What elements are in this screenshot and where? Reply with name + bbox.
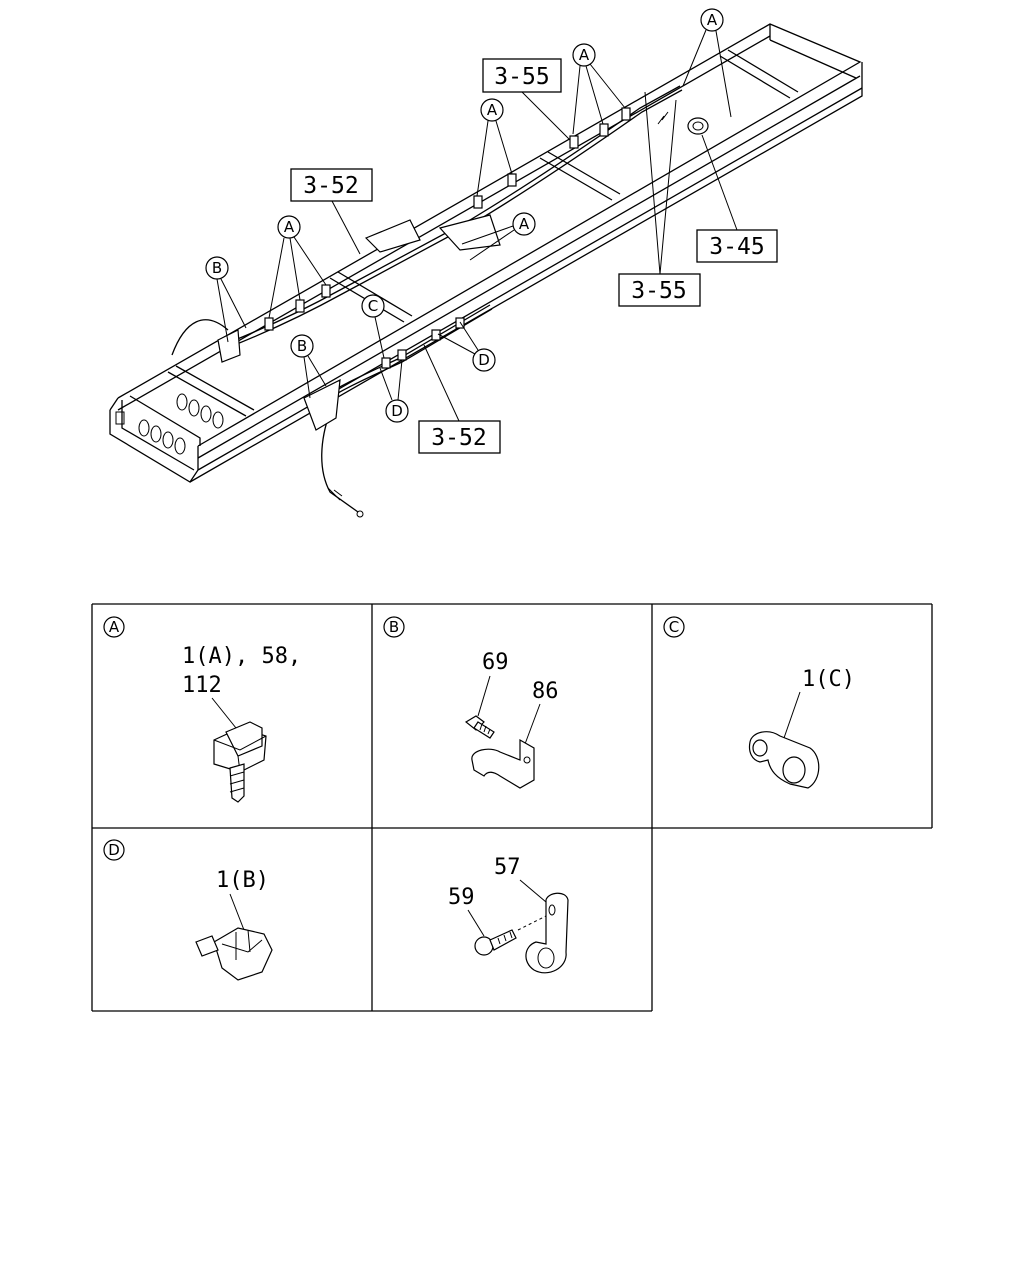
clamp-57	[525, 892, 569, 974]
svg-text:69: 69	[482, 650, 509, 675]
svg-text:D: D	[108, 841, 120, 859]
ref-box-3-45[interactable]: 3-45	[696, 134, 778, 263]
detail-panel-e: 57 59	[448, 855, 569, 974]
detail-panel-d: D 1(B)	[103, 839, 273, 981]
callout-a-3: A	[572, 43, 626, 135]
callout-a-1: A	[268, 215, 327, 319]
svg-text:A: A	[519, 215, 530, 233]
detail-panel-a: A 1(A), 58, 112	[103, 616, 301, 803]
svg-text:D: D	[478, 351, 490, 369]
svg-text:1(A), 58,: 1(A), 58,	[182, 644, 301, 669]
ref-box-3-55-bottom[interactable]: 3-55	[618, 91, 701, 307]
clamp-86	[471, 738, 535, 789]
clip-d-part	[195, 927, 273, 981]
svg-text:B: B	[212, 259, 222, 277]
svg-text:1(B): 1(B)	[216, 868, 269, 893]
svg-text:A: A	[487, 101, 498, 119]
svg-text:57: 57	[494, 855, 521, 880]
clip-a-part	[213, 721, 267, 803]
callout-d-left: D	[379, 359, 409, 423]
svg-text:C: C	[368, 297, 378, 315]
bolt-69	[464, 715, 495, 739]
svg-text:59: 59	[448, 885, 475, 910]
ref-box-3-52-bottom[interactable]: 3-52	[418, 344, 501, 454]
bolt-59	[474, 913, 551, 956]
svg-text:B: B	[389, 618, 399, 636]
callout-a-middle: A	[461, 212, 536, 261]
sensor-component	[657, 111, 709, 135]
svg-text:D: D	[391, 402, 403, 420]
detail-panel-c: C 1(C)	[663, 616, 855, 789]
frame-holes	[115, 393, 224, 455]
callout-c: C	[361, 294, 385, 359]
svg-text:3-55: 3-55	[631, 278, 686, 304]
svg-text:1(C): 1(C)	[802, 667, 855, 692]
callout-a-top-right: A	[682, 8, 732, 118]
svg-text:A: A	[579, 46, 590, 64]
callout-a-2: A	[476, 98, 513, 197]
svg-text:B: B	[297, 337, 307, 355]
wire-harness	[171, 85, 709, 518]
svg-text:3-45: 3-45	[709, 234, 764, 260]
svg-text:A: A	[707, 11, 718, 29]
ref-box-3-55-top[interactable]: 3-55	[482, 58, 571, 141]
svg-text:112: 112	[182, 673, 222, 698]
detail-panel-b: B 69 86	[383, 616, 559, 789]
callout-b-left: B	[205, 256, 247, 343]
svg-text:A: A	[109, 618, 120, 636]
ref-box-3-52-top[interactable]: 3-52	[290, 168, 373, 255]
callout-d-right: D	[437, 321, 496, 372]
svg-text:3-55: 3-55	[494, 64, 549, 90]
svg-text:C: C	[669, 618, 679, 636]
svg-text:3-52: 3-52	[431, 425, 486, 451]
callout-b-front: B	[290, 334, 327, 399]
svg-text:86: 86	[532, 679, 559, 704]
svg-text:3-52: 3-52	[303, 173, 358, 199]
detail-grid	[91, 603, 933, 1012]
clip-c-part	[748, 731, 820, 789]
svg-text:A: A	[284, 218, 295, 236]
